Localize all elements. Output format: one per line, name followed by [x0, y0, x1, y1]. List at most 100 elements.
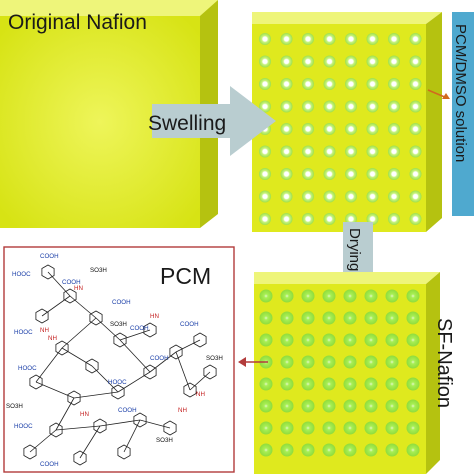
pore: [302, 33, 314, 45]
pore: [388, 145, 400, 158]
chemical-bond: [123, 419, 141, 453]
filled-pore: [280, 421, 294, 435]
filled-pore: [406, 399, 420, 413]
pore: [323, 168, 336, 180]
filled-pore: [406, 289, 420, 303]
swollen-side-face: [426, 12, 442, 232]
filled-pore: [406, 377, 420, 391]
pore: [409, 55, 422, 68]
chemical-group-label: HN: [150, 313, 159, 320]
pore: [345, 123, 357, 135]
pore: [280, 123, 293, 135]
filled-pore: [259, 333, 273, 347]
filled-pore: [259, 311, 273, 325]
filled-pore: [301, 421, 315, 435]
pore: [409, 213, 422, 225]
chemical-group-label: COOH: [62, 279, 81, 286]
filled-pore: [280, 443, 294, 457]
benzene-ring: [183, 382, 197, 398]
filled-pore: [343, 333, 357, 347]
pore: [280, 33, 293, 45]
benzene-ring: [67, 390, 81, 406]
pore: [259, 55, 271, 68]
pore: [323, 55, 336, 68]
pore: [302, 190, 314, 203]
pore: [323, 145, 336, 158]
filled-pore: [322, 377, 336, 391]
chemical-bond: [139, 419, 171, 429]
benzene-ring: [113, 332, 127, 348]
pore: [366, 123, 379, 135]
pore: [409, 100, 422, 113]
chemical-bond: [119, 329, 151, 341]
chemical-bond: [149, 351, 177, 373]
pore: [366, 33, 379, 45]
pore: [388, 78, 400, 90]
filled-pore: [343, 311, 357, 325]
chemical-group-label: SO3H: [90, 267, 107, 274]
swelling-arrow: [152, 86, 276, 156]
pore: [388, 190, 400, 203]
pore: [409, 78, 422, 90]
sf-side-face: [426, 272, 440, 474]
pore: [388, 168, 400, 180]
pore: [302, 123, 314, 135]
filled-pore: [301, 443, 315, 457]
filled-pore: [301, 311, 315, 325]
pore: [280, 145, 293, 158]
chemical-bond: [35, 347, 63, 383]
pore: [366, 78, 379, 90]
filled-pore: [364, 333, 378, 347]
pcm-box: [3, 246, 235, 473]
filled-pore: [364, 443, 378, 457]
filled-pore: [364, 377, 378, 391]
sf-nafion-block: [254, 272, 440, 474]
solution-bar: [452, 12, 474, 216]
benzene-ring: [133, 412, 147, 428]
benzene-ring: [55, 340, 69, 356]
pore: [302, 55, 314, 68]
benzene-ring: [63, 288, 77, 304]
chemical-bond: [29, 429, 57, 453]
pore: [302, 78, 314, 90]
benzene-ring: [73, 450, 87, 466]
filled-pore: [322, 421, 336, 435]
filled-pore: [385, 443, 399, 457]
pore: [409, 145, 422, 158]
pore: [366, 55, 379, 68]
chemical-bond: [175, 351, 191, 391]
chemical-bond: [69, 295, 97, 319]
chemical-group-label: NH: [48, 335, 57, 342]
pore: [323, 78, 336, 90]
filled-pore: [406, 311, 420, 325]
swollen-nafion-block: [252, 12, 442, 232]
pore: [345, 33, 357, 45]
chemical-bond: [73, 391, 119, 399]
filled-pore: [364, 311, 378, 325]
pore: [345, 55, 357, 68]
pore: [345, 78, 357, 90]
pcm-chemical-groups: COOHHOOCCOOHSO3HHNNHCOOHHOOCSO3HNHCOOHHN…: [6, 253, 223, 468]
filled-pore: [280, 289, 294, 303]
pore: [323, 33, 336, 45]
filled-pore: [406, 421, 420, 435]
chemical-bond: [47, 271, 71, 297]
chemical-bond: [55, 397, 75, 431]
chemical-bond: [119, 339, 151, 373]
pore: [345, 168, 357, 180]
chemical-bond: [55, 425, 101, 431]
chemical-bond: [79, 425, 101, 459]
pore: [280, 168, 293, 180]
solution-pointer-head: [442, 93, 450, 99]
chemical-group-label: SO3H: [6, 403, 23, 410]
chemical-group-label: HOOC: [14, 423, 33, 430]
chemical-group-label: SO3H: [206, 355, 223, 362]
filled-pore: [259, 443, 273, 457]
pore: [366, 145, 379, 158]
chemical-group-label: NH: [178, 407, 187, 414]
filled-pore: [385, 377, 399, 391]
pore: [280, 100, 293, 113]
pore: [345, 190, 357, 203]
benzene-ring: [163, 420, 177, 436]
